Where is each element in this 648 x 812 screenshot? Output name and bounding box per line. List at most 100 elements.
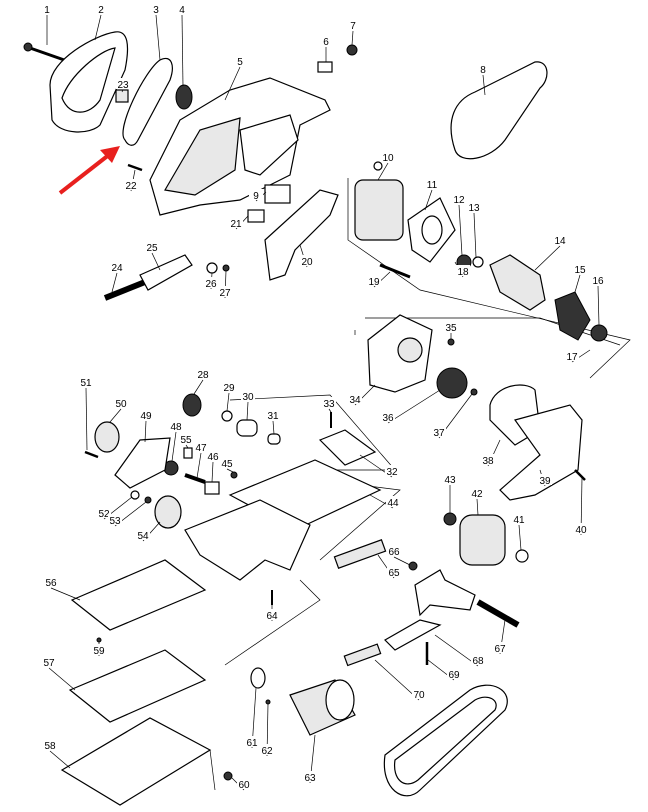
part-label-4: 4 bbox=[179, 5, 185, 16]
part-label-69: 69 bbox=[448, 670, 460, 681]
part-67-pin bbox=[476, 599, 520, 628]
part-52-ring bbox=[130, 490, 140, 500]
leader-line-49 bbox=[144, 420, 147, 443]
part-label-49: 49 bbox=[140, 411, 152, 422]
part-label-28: 28 bbox=[197, 370, 209, 381]
part-51-screw bbox=[84, 450, 99, 459]
part-47-shaft bbox=[184, 473, 206, 484]
part-label-35: 35 bbox=[445, 323, 457, 334]
part-label-63: 63 bbox=[304, 773, 316, 784]
part-39-frame bbox=[499, 404, 583, 501]
label-bg-54 bbox=[136, 529, 150, 540]
leader-line-48 bbox=[171, 431, 177, 462]
label-bg-46 bbox=[206, 450, 220, 461]
label-bg-28 bbox=[196, 368, 210, 379]
base-frame bbox=[184, 499, 311, 581]
part-label-45: 45 bbox=[221, 459, 233, 470]
leader-line-56 bbox=[50, 587, 81, 601]
leader-line-16 bbox=[597, 285, 600, 326]
part-5-gear-area bbox=[164, 117, 241, 196]
part-25-handle-grip bbox=[139, 254, 193, 291]
leader-line-46 bbox=[211, 461, 214, 483]
label-bg-49 bbox=[139, 409, 153, 420]
label-bg-52 bbox=[97, 507, 111, 518]
label-bg-51 bbox=[79, 376, 93, 387]
label-bg-70 bbox=[412, 688, 426, 699]
part-label-50: 50 bbox=[115, 399, 127, 410]
part-1-screw bbox=[23, 42, 71, 64]
label-bg-56 bbox=[44, 576, 58, 587]
leader-line-5 bbox=[224, 66, 241, 101]
part-10-field-coil bbox=[354, 179, 404, 241]
leader-line-10 bbox=[377, 162, 389, 181]
leader-line-3 bbox=[155, 14, 161, 61]
label-bg-43 bbox=[443, 473, 457, 484]
part-19-screw bbox=[379, 263, 411, 279]
label-bg-11 bbox=[425, 178, 439, 189]
part-label-36: 36 bbox=[382, 413, 394, 424]
part-label-33: 33 bbox=[323, 399, 335, 410]
part-label-56: 56 bbox=[45, 578, 57, 589]
leader-line-45 bbox=[226, 468, 234, 473]
label-bg-30 bbox=[241, 390, 255, 401]
leader-line-30 bbox=[246, 401, 249, 421]
label-bg-69 bbox=[447, 668, 461, 679]
part-30-spring bbox=[236, 419, 258, 437]
part-7-knob bbox=[346, 44, 358, 56]
part-23-spacer bbox=[115, 89, 129, 103]
leader-line-29 bbox=[226, 392, 230, 412]
label-bg-8 bbox=[476, 63, 490, 74]
leader-line-50 bbox=[109, 408, 122, 423]
part-label-24: 24 bbox=[111, 263, 123, 274]
leader-line-23 bbox=[121, 89, 124, 93]
label-bg-22 bbox=[124, 179, 138, 190]
leader-line-66 bbox=[393, 556, 411, 566]
label-bg-45 bbox=[220, 457, 234, 468]
part-label-62: 62 bbox=[261, 746, 273, 757]
part-label-30: 30 bbox=[242, 392, 254, 403]
part-label-8: 8 bbox=[480, 65, 486, 76]
part-label-19: 19 bbox=[368, 277, 380, 288]
label-bg-7 bbox=[346, 19, 360, 30]
leader-line-42 bbox=[476, 498, 479, 516]
part-label-44: 44 bbox=[387, 498, 399, 509]
leader-line-12 bbox=[458, 204, 463, 256]
label-bg-3 bbox=[149, 3, 163, 14]
label-bg-2 bbox=[94, 3, 108, 14]
part-9-switch-block bbox=[264, 184, 291, 204]
label-bg-25 bbox=[145, 241, 159, 252]
part-57-plate bbox=[68, 649, 207, 723]
part-label-37: 37 bbox=[433, 428, 445, 439]
label-bg-40 bbox=[574, 523, 588, 534]
part-label-42: 42 bbox=[471, 489, 483, 500]
part-label-2: 2 bbox=[98, 5, 104, 16]
part-62-screw bbox=[265, 699, 271, 705]
part-46-sleeve bbox=[204, 481, 220, 495]
part-53-washer bbox=[144, 496, 152, 504]
label-bg-65 bbox=[387, 566, 401, 577]
label-bg-60 bbox=[237, 778, 251, 789]
part-label-9: 9 bbox=[253, 191, 259, 202]
part-43-ring bbox=[443, 512, 457, 526]
part-3-drive-belt bbox=[122, 57, 173, 146]
leader-line-41 bbox=[518, 524, 522, 551]
label-bg-37 bbox=[432, 426, 446, 437]
leader-line-33 bbox=[328, 408, 332, 413]
part-label-59: 59 bbox=[93, 646, 105, 657]
part-15-fan bbox=[554, 291, 591, 341]
label-bg-6 bbox=[319, 35, 333, 46]
label-bg-62 bbox=[260, 744, 274, 755]
leader-line-68 bbox=[434, 634, 479, 667]
label-bg-12 bbox=[452, 193, 466, 204]
leader-line-28 bbox=[193, 379, 204, 395]
label-bg-16 bbox=[591, 274, 605, 285]
part-label-68: 68 bbox=[472, 656, 484, 667]
part-label-40: 40 bbox=[575, 525, 587, 536]
label-bg-20 bbox=[300, 255, 314, 266]
leader-line-14 bbox=[534, 245, 561, 271]
part-label-39: 39 bbox=[539, 476, 551, 487]
part-14-armature bbox=[489, 254, 546, 311]
highlight-arrow bbox=[58, 146, 120, 195]
label-bg-64 bbox=[265, 609, 279, 620]
label-bg-24 bbox=[110, 261, 124, 272]
